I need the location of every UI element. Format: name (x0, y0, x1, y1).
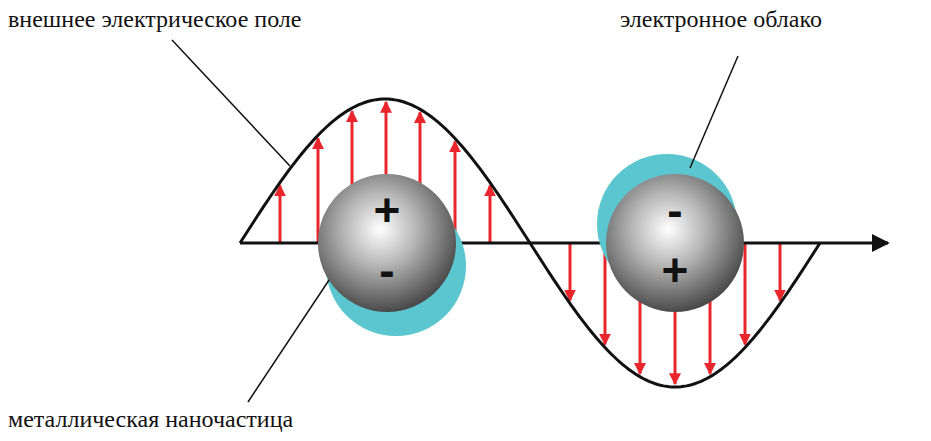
callout-label: электронное облако (620, 6, 822, 32)
field-arrow (489, 186, 492, 243)
charge-sign: - (667, 187, 682, 233)
callout-label: внешнее электрическое поле (8, 6, 301, 32)
charge-sign: + (374, 187, 401, 233)
field-arrow (779, 243, 782, 300)
sphere (318, 174, 456, 312)
charge-sign: + (662, 247, 689, 293)
field-arrow (317, 138, 320, 243)
field-arrow (569, 243, 572, 300)
sine-wave (240, 99, 820, 387)
callout-label: металлическая наночастица (8, 406, 293, 432)
sphere (606, 174, 744, 312)
field-arrow (279, 186, 282, 243)
leader-line (690, 56, 738, 168)
charge-sign: - (379, 247, 394, 293)
leader-line (172, 40, 290, 166)
nanoparticle: +- (317, 173, 457, 313)
nanoparticle: -+ (605, 173, 745, 313)
field-arrow (744, 243, 747, 345)
